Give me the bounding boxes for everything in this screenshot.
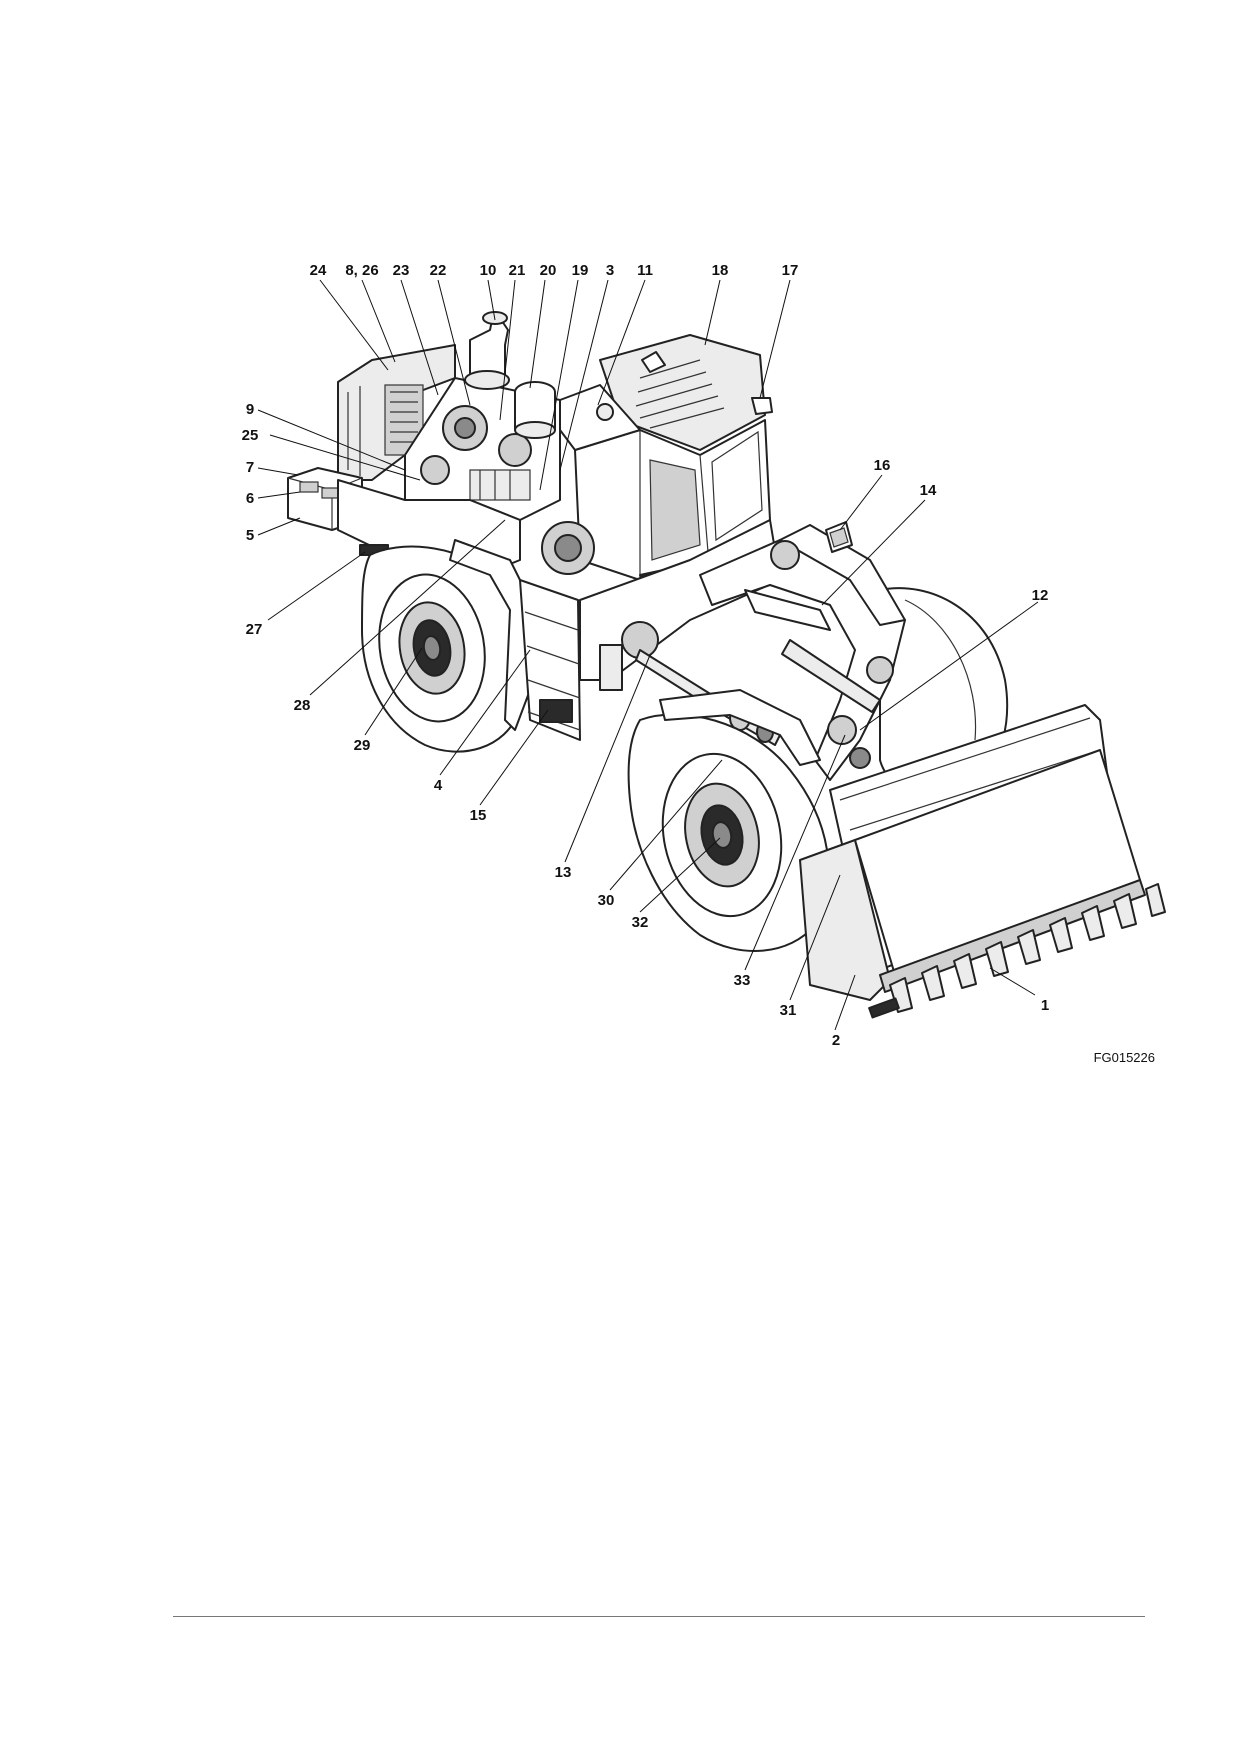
leader-17 — [759, 279, 791, 399]
access-ladder — [519, 579, 581, 741]
leader-14 — [821, 499, 926, 606]
callout-23: 23 — [393, 262, 410, 279]
callout-7: 7 — [246, 459, 254, 476]
footer-rule — [173, 1616, 1145, 1617]
leader-29 — [364, 647, 423, 736]
callout-20: 20 — [540, 262, 557, 279]
callout-18: 18 — [712, 262, 729, 279]
leader-25 — [269, 434, 421, 481]
leader-4 — [439, 649, 531, 776]
leader-16 — [479, 709, 549, 806]
callout-3: 3 — [606, 262, 614, 279]
callout-16: 15 — [470, 807, 487, 824]
bucket-teeth — [868, 883, 1166, 1019]
callout-30: 30 — [598, 892, 615, 909]
bucket — [799, 704, 1146, 1001]
callout-13: 13 — [555, 864, 572, 881]
callout-2: 2 — [832, 1032, 840, 1049]
callout-19: 19 — [572, 262, 589, 279]
operator-cab — [574, 334, 773, 591]
lift-arms — [699, 524, 906, 781]
wheel-loader-illustration — [287, 311, 1166, 1019]
leader-13 — [564, 654, 651, 863]
leader-33 — [744, 734, 846, 971]
callout-28: 28 — [294, 697, 311, 714]
callout-29: 29 — [354, 737, 371, 754]
callout-8-26: 8, 26 — [345, 262, 378, 279]
leader-20 — [529, 279, 546, 389]
leader-27 — [267, 551, 366, 621]
callout-6: 6 — [246, 490, 254, 507]
callout-11: 11 — [637, 262, 653, 279]
leader-3 — [559, 279, 609, 471]
callout-5: 5 — [246, 527, 254, 544]
callout-labels: 24 8, 26 23 22 10 21 20 19 3 11 18 17 9 … — [242, 262, 1050, 1049]
air-cleaner — [514, 381, 556, 439]
callout-31: 31 — [780, 1002, 797, 1019]
callout-14: 14 — [920, 482, 937, 499]
leader-15 — [839, 474, 883, 531]
callout-15: 16 — [874, 457, 891, 474]
leader-5 — [257, 517, 301, 536]
leader-24 — [319, 279, 389, 371]
callout-10: 10 — [480, 262, 497, 279]
leader-19 — [539, 279, 579, 491]
leader-10 — [487, 279, 496, 321]
leader-31 — [789, 874, 841, 1001]
leader-11 — [597, 279, 646, 406]
callout-1: 1 — [1041, 997, 1049, 1014]
leader-12 — [859, 601, 1039, 731]
hood-panel — [559, 384, 641, 451]
callout-24: 24 — [310, 262, 327, 279]
callout-25: 25 — [242, 427, 259, 444]
callout-22: 22 — [430, 262, 447, 279]
leader-1 — [989, 967, 1036, 996]
warning-beacon — [825, 521, 853, 553]
callout-4: 4 — [434, 777, 443, 794]
leader-2 — [834, 974, 856, 1031]
leader-23 — [400, 279, 439, 396]
leader-9 — [257, 409, 406, 471]
leader-28 — [309, 519, 506, 696]
figure-reference: FG015226 — [1094, 1050, 1155, 1065]
callout-32: 32 — [632, 914, 649, 931]
callout-33: 33 — [734, 972, 751, 989]
leader-32 — [639, 837, 721, 913]
front-frame — [541, 519, 781, 691]
leader-18 — [704, 279, 721, 346]
leader-30 — [609, 759, 723, 891]
leader-lines — [257, 279, 1039, 1031]
leader-21 — [499, 279, 516, 421]
callout-12: 12 — [1032, 587, 1049, 604]
callout-27: 27 — [246, 621, 263, 638]
callout-9: 9 — [246, 401, 254, 418]
callout-21: 21 — [509, 262, 526, 279]
leader-22 — [437, 279, 471, 406]
rear-wheel — [361, 539, 531, 753]
leader-7 — [257, 467, 299, 476]
leader-6 — [257, 491, 301, 499]
callout-17: 17 — [782, 262, 799, 279]
exhaust-stack — [464, 311, 510, 390]
front-wheel — [627, 689, 830, 952]
leader-8-26 — [361, 279, 396, 363]
